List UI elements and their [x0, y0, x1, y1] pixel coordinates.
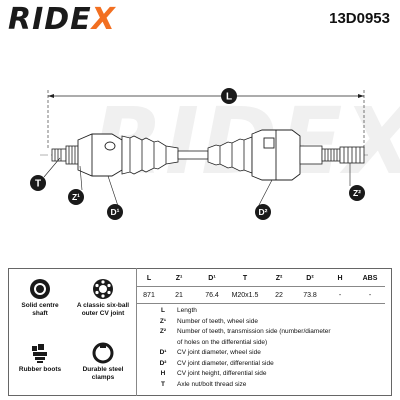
centre-shaft	[177, 150, 209, 160]
callout-length: L	[221, 88, 237, 104]
spec-header-t: T	[227, 270, 263, 287]
clamp-icon	[92, 342, 114, 364]
spec-header-h: H	[325, 270, 355, 287]
brand-x: X	[91, 2, 116, 37]
spec-header-z2: Z²	[263, 270, 295, 287]
callout-z1: Z¹	[68, 189, 84, 205]
inner-cv-joint	[251, 129, 301, 181]
svg-text:Z¹: Z¹	[72, 192, 80, 202]
wheel-side-stub	[51, 145, 79, 165]
part-number: 13D0953	[329, 10, 390, 27]
spec-value-h: -	[325, 286, 355, 304]
svg-text:T: T	[35, 179, 41, 190]
spec-header-d2: D²	[295, 270, 325, 287]
spec-panel	[8, 268, 392, 396]
spec-value-z2: 22	[263, 286, 295, 304]
spec-value-d1: 76.4	[197, 286, 227, 304]
spec-value-d2: 73.8	[295, 286, 325, 304]
outer-cv-joint	[77, 133, 123, 177]
drive-shaft-drawing: L T Z¹ D¹ D² Z²	[30, 88, 370, 220]
spec-value-row: 871 21 76.4 M20x1.5 22 73.8 - -	[137, 286, 385, 304]
callout-thread: T	[30, 175, 46, 191]
shaft-icon	[30, 279, 50, 299]
svg-text:D²: D²	[259, 207, 268, 217]
inner-boot	[207, 136, 253, 174]
feature-label: A classic six-ball outer CV joint	[76, 302, 130, 317]
spec-value-abs: -	[355, 286, 385, 304]
spec-header-z1: Z¹	[161, 270, 197, 287]
svg-text:D¹: D¹	[111, 207, 120, 217]
spec-header-abs: ABS	[355, 270, 385, 287]
cv-joint-icon	[93, 279, 113, 299]
spec-table: L Z¹ D¹ T Z² D² H ABS 871 21 76.4 M20x1.…	[137, 270, 385, 304]
boot-icon	[32, 344, 47, 363]
feature-label: Solid centre shaft	[21, 302, 59, 317]
svg-text:Z²: Z²	[353, 188, 361, 198]
feature-label: Rubber boots	[18, 366, 62, 373]
panel-divider	[136, 268, 137, 396]
spec-header-l: L	[137, 270, 161, 287]
svg-text:L: L	[226, 92, 232, 103]
spec-header-d1: D¹	[197, 270, 227, 287]
header: RIDEX 13D0953	[0, 0, 400, 37]
spec-value-l: 871	[137, 286, 161, 304]
transmission-side-stub	[299, 145, 365, 165]
brand-logo: RIDEX	[8, 2, 116, 37]
spec-header-row: L Z¹ D¹ T Z² D² H ABS	[137, 270, 385, 287]
callout-d1: D¹	[107, 204, 123, 220]
callout-z2: Z²	[349, 185, 365, 201]
feature-label: Durable steel clamps	[82, 366, 124, 381]
spec-value-t: M20x1.5	[227, 286, 263, 304]
brand-text: RIDE	[8, 2, 92, 37]
callout-d2: D²	[255, 204, 271, 220]
outer-boot	[121, 135, 179, 175]
spec-value-z1: 21	[161, 286, 197, 304]
